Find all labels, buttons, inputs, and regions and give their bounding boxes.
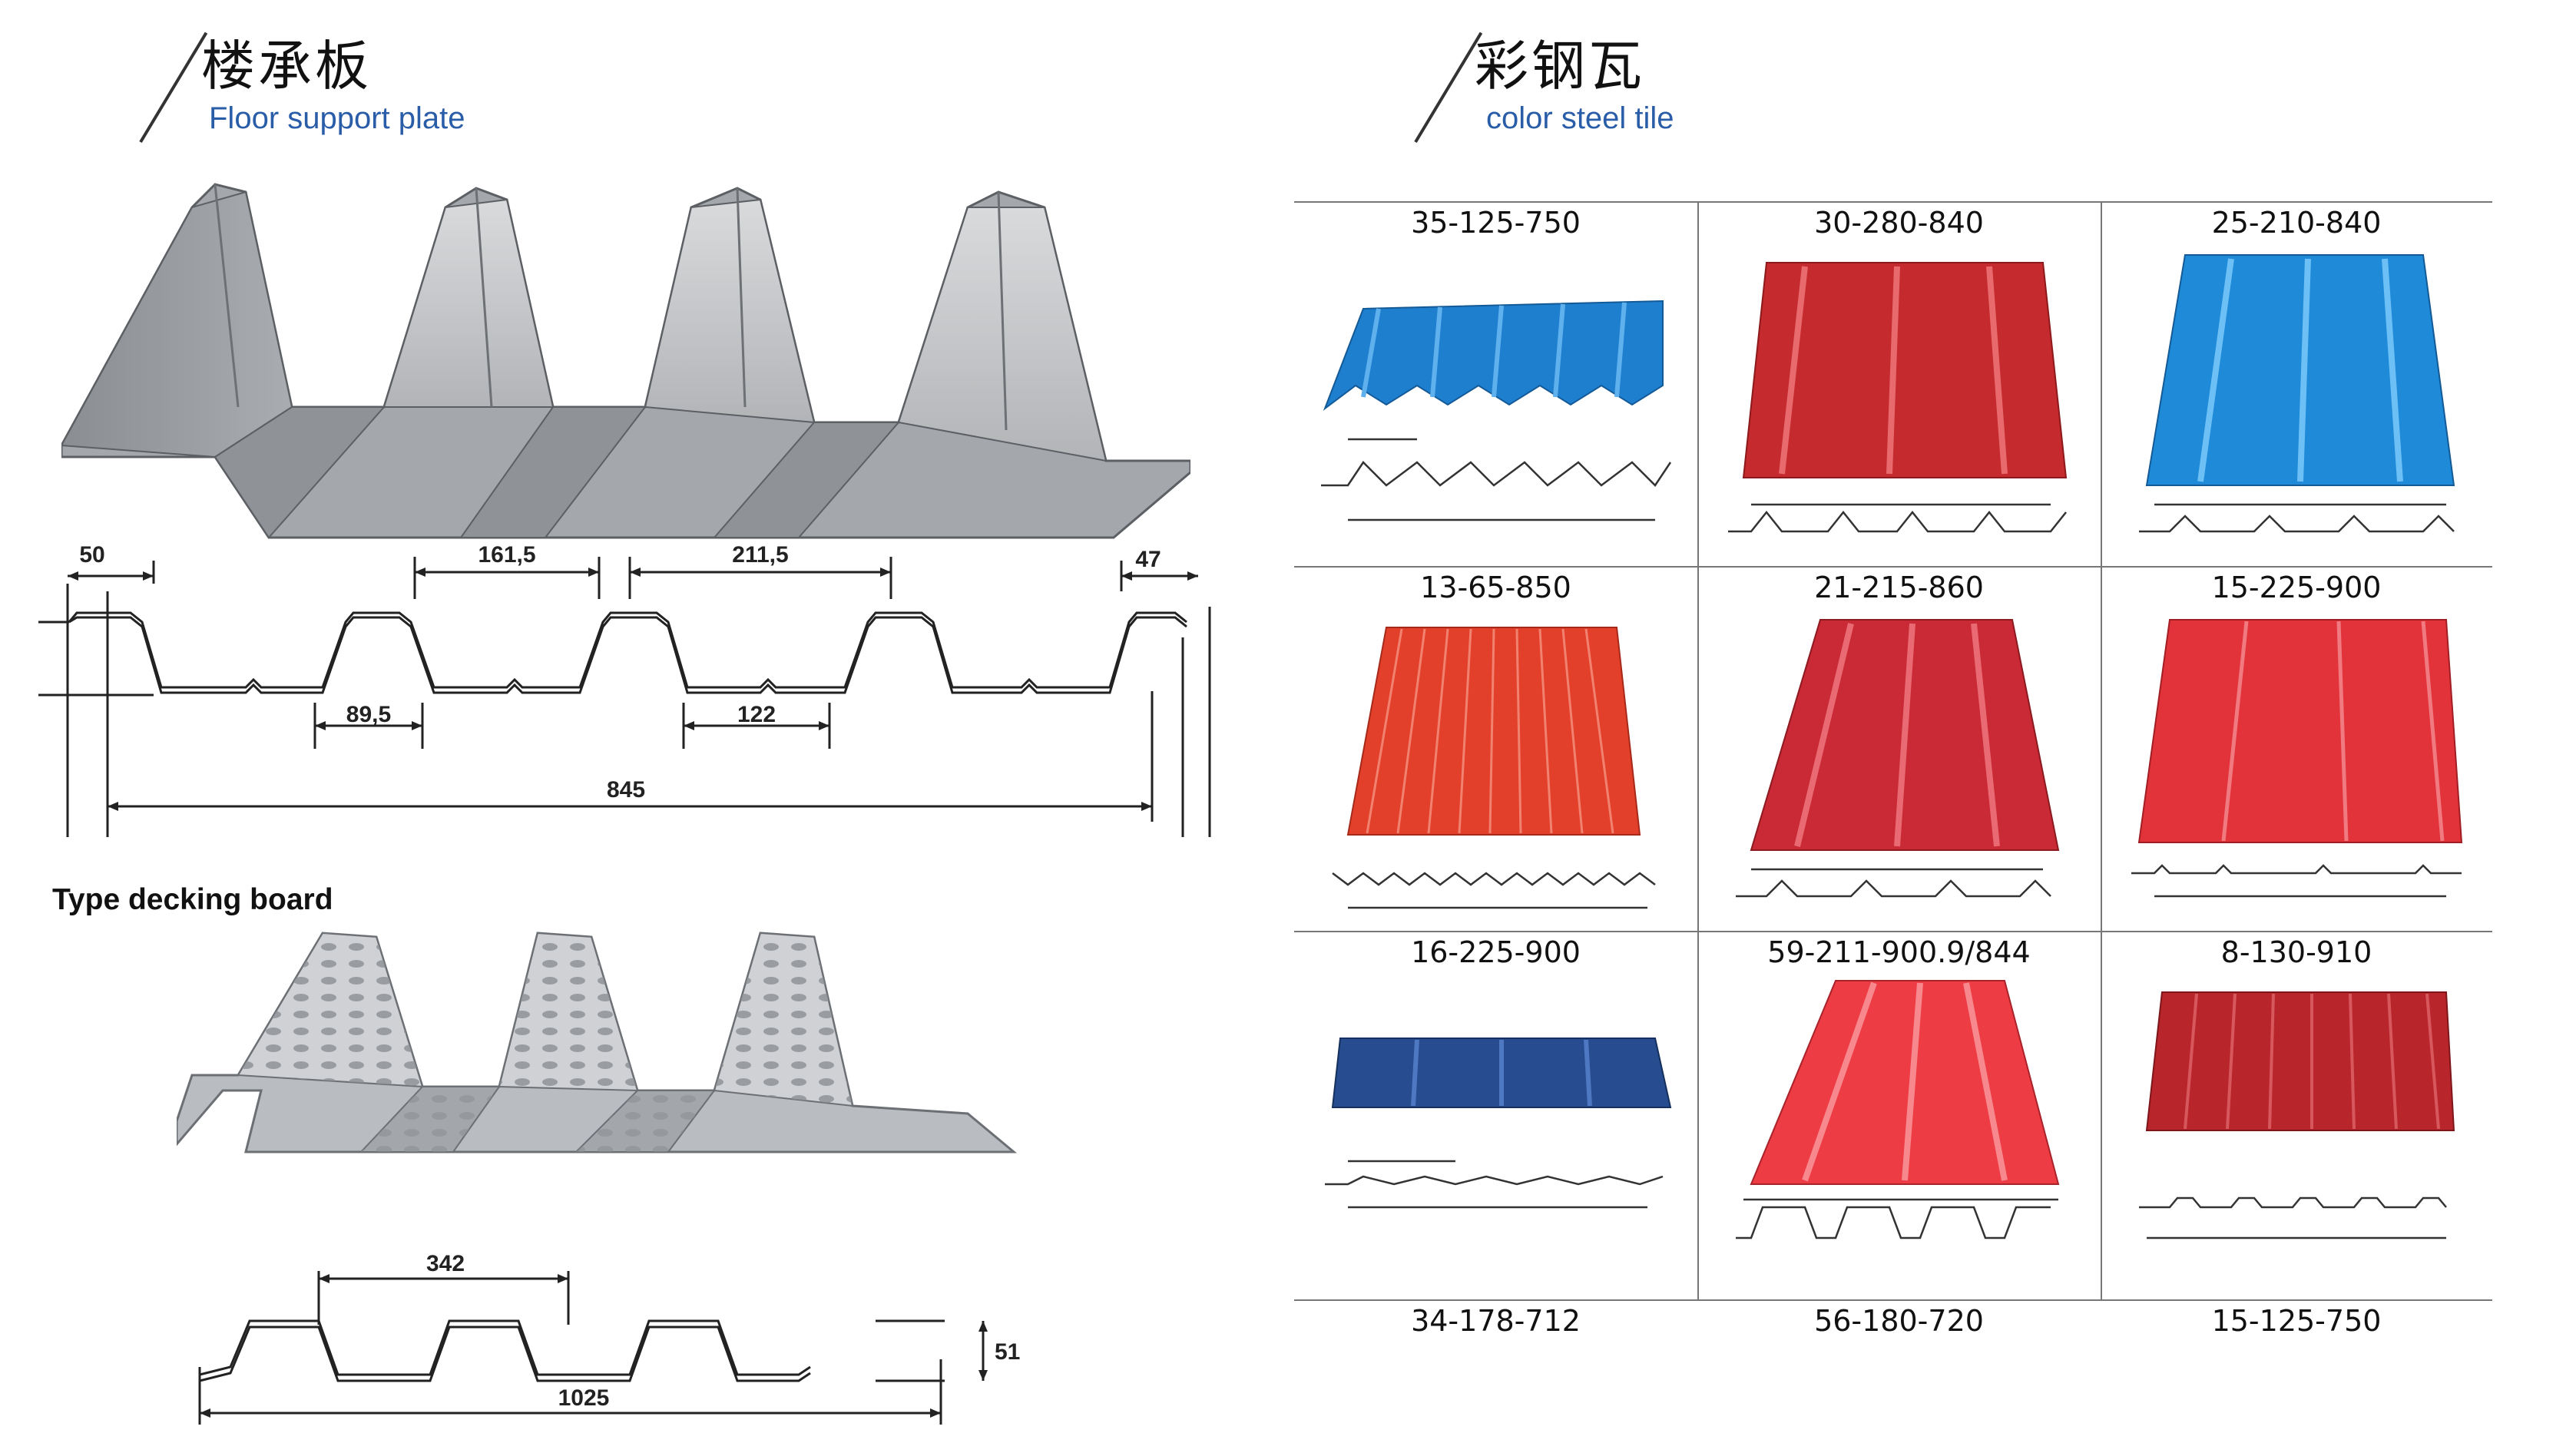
- tile-title-divider-slash: [1414, 31, 1483, 144]
- tile-cell: 25-210-840: [2101, 201, 2492, 566]
- grid-line: [1294, 566, 2492, 568]
- tile-cell: 15-225-900: [2101, 566, 2492, 931]
- tile-illustration: [1332, 627, 1656, 909]
- dim-end-flange: 47: [1135, 547, 1161, 572]
- tile-cell: 56-180-720: [1697, 1299, 2101, 1376]
- floor-plate-title-zh: 楼承板: [201, 35, 372, 98]
- decking-board-illustration: [177, 932, 1018, 1153]
- tile-cell: 13-65-850: [1294, 566, 1697, 931]
- tile-catalog-grid: 35-125-750 30-280-840 25-210-840 13-65-8…: [1294, 201, 2496, 1384]
- grid-line: [1294, 201, 2492, 203]
- dim-decking-total: 1025: [558, 1385, 610, 1411]
- dim-bottom-2: 122: [737, 702, 776, 727]
- color-steel-tile-title-en: color steel tile: [1486, 101, 1674, 135]
- dim-decking-pitch: 342: [426, 1251, 465, 1276]
- decking-board-caption: Type decking board: [52, 883, 333, 916]
- tile-illustration: [1736, 980, 2060, 1239]
- grid-line: [1294, 931, 2492, 932]
- tile-spec-label: 13-65-850: [1420, 571, 1571, 604]
- tile-cell: 8-130-910: [2101, 931, 2492, 1299]
- tile-spec-label: 8-130-910: [2220, 935, 2372, 969]
- dim-total: 845: [607, 777, 645, 803]
- floor-plate-title-en: Floor support plate: [209, 101, 465, 135]
- tile-spec-label: 34-178-712: [1411, 1304, 1581, 1338]
- tile-illustration: [1728, 262, 2068, 533]
- tile-cell: 59-211-900.9/844: [1697, 931, 2101, 1299]
- decking-board-profile-drawing: 342 1025 51: [198, 1251, 1020, 1425]
- grid-line: [2101, 201, 2102, 1299]
- tile-cell: 16-225-900: [1294, 931, 1697, 1299]
- tile-spec-label: 59-211-900.9/844: [1767, 935, 2031, 969]
- tile-illustration: [1325, 1038, 1672, 1209]
- color-steel-tile-title-zh: 彩钢瓦: [1475, 35, 1645, 98]
- dim-pitch-1: 161,5: [478, 542, 535, 568]
- tile-cell: 15-125-750: [2101, 1299, 2492, 1376]
- dim-bottom-1: 89,5: [346, 702, 391, 727]
- tile-spec-label: 25-210-840: [2211, 206, 2382, 240]
- tile-spec-label: 16-225-900: [1411, 935, 1581, 969]
- tile-spec-label: 15-125-750: [2211, 1304, 2382, 1338]
- dim-decking-height: 51: [995, 1339, 1020, 1365]
- grid-line: [1697, 201, 1699, 1299]
- tile-cell: 35-125-750: [1294, 201, 1697, 566]
- tile-illustration: [1736, 619, 2060, 898]
- tile-illustration: [2139, 991, 2455, 1239]
- tile-spec-label: 56-180-720: [1814, 1304, 1984, 1338]
- tile-spec-label: 30-280-840: [1814, 206, 1984, 240]
- grid-line: [1294, 1299, 2492, 1301]
- tile-spec-label: 15-225-900: [2211, 571, 2382, 604]
- tile-spec-label: 35-125-750: [1411, 206, 1581, 240]
- tile-cell: 34-178-712: [1294, 1299, 1697, 1376]
- tile-illustration: [1321, 300, 1672, 521]
- floor-plate-profile-drawing: 50 161,5 211,5 47 89,5 122 845: [38, 542, 1211, 837]
- tile-illustration: [2139, 254, 2455, 533]
- tile-spec-label: 21-215-860: [1814, 571, 1984, 604]
- floor-plate-illustration: [61, 183, 1190, 539]
- tile-illustration: [2131, 619, 2463, 898]
- dim-rib-top: 50: [79, 542, 104, 568]
- tile-cell: 30-280-840: [1697, 201, 2101, 566]
- tile-cell: 21-215-860: [1697, 566, 2101, 931]
- title-divider-slash: [139, 31, 208, 144]
- dim-pitch-2: 211,5: [732, 542, 788, 568]
